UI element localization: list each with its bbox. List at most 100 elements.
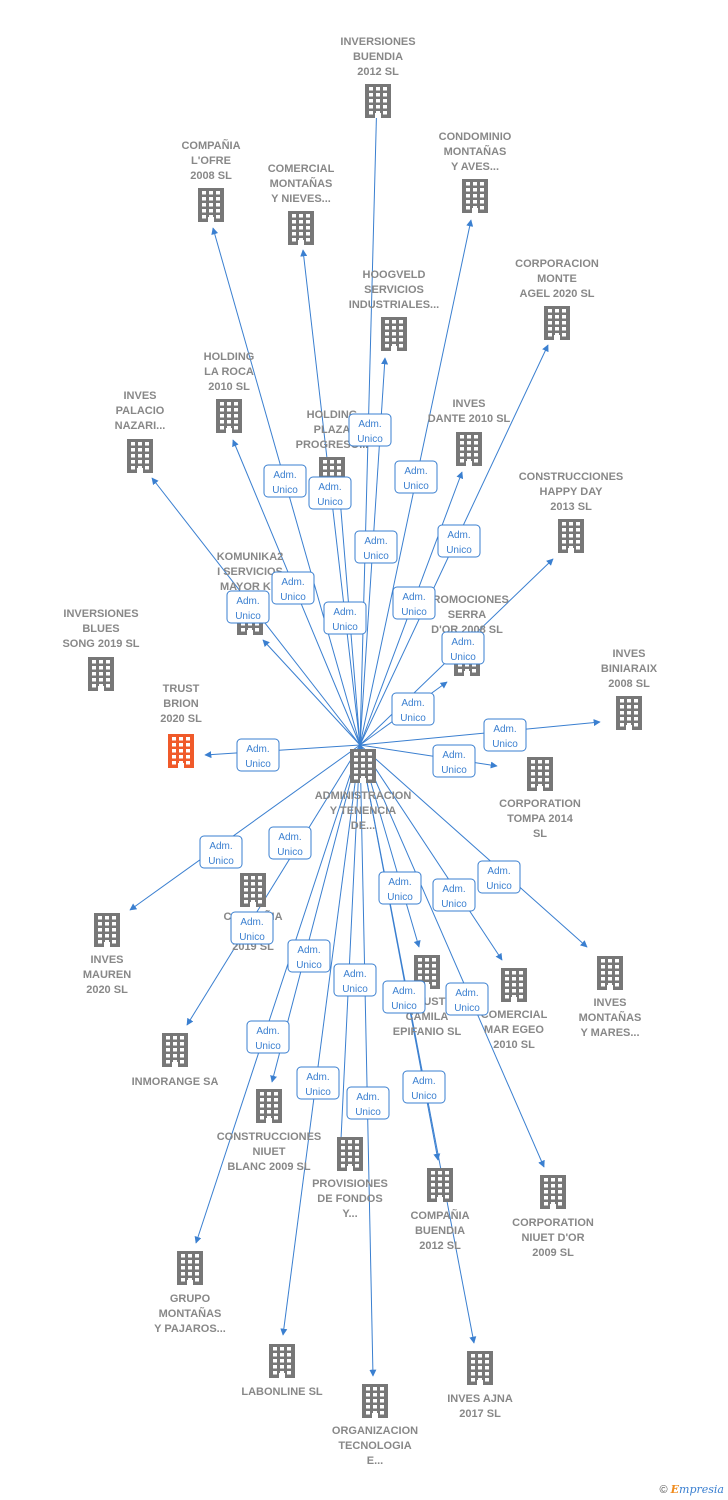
building-icon xyxy=(269,1344,295,1378)
building-icon xyxy=(616,696,642,730)
edge-inves-biniaraix xyxy=(359,719,601,746)
edge-organizacion-tecnologia xyxy=(359,744,377,1377)
adm-unico-badge[interactable]: Adm.Unico xyxy=(382,980,426,1014)
svg-text:Unico: Unico xyxy=(403,481,429,492)
adm-unico-badge[interactable]: Adm. Unico xyxy=(296,1066,340,1100)
adm-unico-badge[interactable]: Adm.Unico xyxy=(432,878,476,912)
adm-unico-badge[interactable]: Adm.Unico xyxy=(477,860,521,894)
building-icon xyxy=(168,734,194,768)
adm-unico-badge[interactable]: Adm.Unico xyxy=(230,911,274,945)
svg-text:Adm.: Adm. xyxy=(306,1072,329,1083)
svg-text:Adm.: Adm. xyxy=(246,744,269,755)
adm-unico-badge[interactable]: Adm.Unico xyxy=(246,1020,290,1054)
adm-unico-badge[interactable]: Adm.Unico xyxy=(323,601,367,635)
svg-text:Unico: Unico xyxy=(317,497,343,508)
svg-text:Unico: Unico xyxy=(272,485,298,496)
adm-unico-badge[interactable]: Adm.Unico xyxy=(378,871,422,905)
node-label-inmorange: INMORANGE SA xyxy=(132,1076,219,1088)
svg-text:Unico: Unico xyxy=(305,1087,331,1098)
svg-text:Unico: Unico xyxy=(208,856,234,867)
adm-unico-badge[interactable]: Adm.Unico xyxy=(236,738,280,772)
building-icon xyxy=(362,1384,388,1418)
building-icon xyxy=(597,956,623,990)
svg-text:Unico: Unico xyxy=(387,892,413,903)
edge-trust-brion xyxy=(204,744,361,759)
building-icon xyxy=(558,519,584,553)
adm-unico-badge[interactable]: Adm.Unico xyxy=(333,963,377,997)
svg-text:Adm.: Adm. xyxy=(297,945,320,956)
svg-text:Unico: Unico xyxy=(441,765,467,776)
adm-unico-badge[interactable]: Adm.Unico xyxy=(271,571,315,605)
svg-text:Unico: Unico xyxy=(235,611,261,622)
edge-inves-ajna xyxy=(359,744,477,1344)
adm-unico-badge[interactable]: Adm.Unico xyxy=(402,1070,446,1104)
adm-unico-badge[interactable]: Adm. Unico xyxy=(348,413,392,447)
svg-text:Adm.: Adm. xyxy=(442,884,465,895)
svg-text:Unico: Unico xyxy=(296,960,322,971)
adm-unico-badge[interactable]: Adm.Unico xyxy=(445,982,489,1016)
adm-unico-badge[interactable]: Adm.Unico xyxy=(437,524,481,558)
adm-unico-badge[interactable]: Adm. Unico xyxy=(308,476,352,510)
edge-grupo-montanas xyxy=(194,744,361,1244)
svg-text:Adm.: Adm. xyxy=(318,482,341,493)
adm-unico-badge[interactable]: Adm.Unico xyxy=(432,744,476,778)
adm-unico-badge[interactable]: Adm.Unico xyxy=(354,530,398,564)
svg-text:Adm.: Adm. xyxy=(343,969,366,980)
building-icon xyxy=(127,439,153,473)
svg-text:Unico: Unico xyxy=(492,739,518,750)
adm-unico-badge[interactable]: Adm. Unico xyxy=(226,590,270,624)
adm-unico-badge[interactable]: Adm.Unico xyxy=(199,835,243,869)
svg-text:Adm.: Adm. xyxy=(455,988,478,999)
svg-text:Unico: Unico xyxy=(446,545,472,556)
adm-unico-badge[interactable]: Adm.Unico xyxy=(392,586,436,620)
svg-text:Unico: Unico xyxy=(486,881,512,892)
empresia-logo: © Empresia xyxy=(659,1483,724,1496)
svg-text:Unico: Unico xyxy=(239,932,265,943)
svg-text:Adm.: Adm. xyxy=(236,596,259,607)
adm-unico-badge[interactable]: Adm.Unico xyxy=(268,826,312,860)
adm-unico-badge[interactable]: Adm.Unico xyxy=(441,631,485,665)
adm-unico-badge[interactable]: Adm.Unico xyxy=(263,464,307,498)
adm-unico-badge[interactable]: Adm.Unico xyxy=(394,460,438,494)
svg-text:Unico: Unico xyxy=(363,551,389,562)
edge-comercial-mar-egeo xyxy=(359,744,503,961)
adm-unico-badge[interactable]: Adm. Unico xyxy=(391,692,435,726)
edge-komunika2 xyxy=(262,639,361,746)
svg-text:Unico: Unico xyxy=(355,1107,381,1118)
adm-unico-badge[interactable]: Adm.Unico xyxy=(346,1086,390,1120)
adm-unico-badge[interactable]: Adm.Unico xyxy=(483,718,527,752)
building-icon xyxy=(177,1251,203,1285)
svg-text:Adm.: Adm. xyxy=(402,592,425,603)
svg-text:Adm.: Adm. xyxy=(358,419,381,430)
svg-text:Adm.: Adm. xyxy=(392,986,415,997)
svg-text:Adm.: Adm. xyxy=(333,607,356,618)
building-icon xyxy=(162,1033,188,1067)
center-building-icon xyxy=(350,749,376,783)
adm-unico-badge[interactable]: Adm. Unico xyxy=(287,939,331,973)
edge-corporation-niuet-dor xyxy=(359,744,545,1168)
svg-text:Unico: Unico xyxy=(400,713,426,724)
svg-text:Adm.: Adm. xyxy=(401,698,424,709)
building-icon xyxy=(240,873,266,907)
building-icon xyxy=(94,913,120,947)
svg-text:Unico: Unico xyxy=(357,434,383,445)
